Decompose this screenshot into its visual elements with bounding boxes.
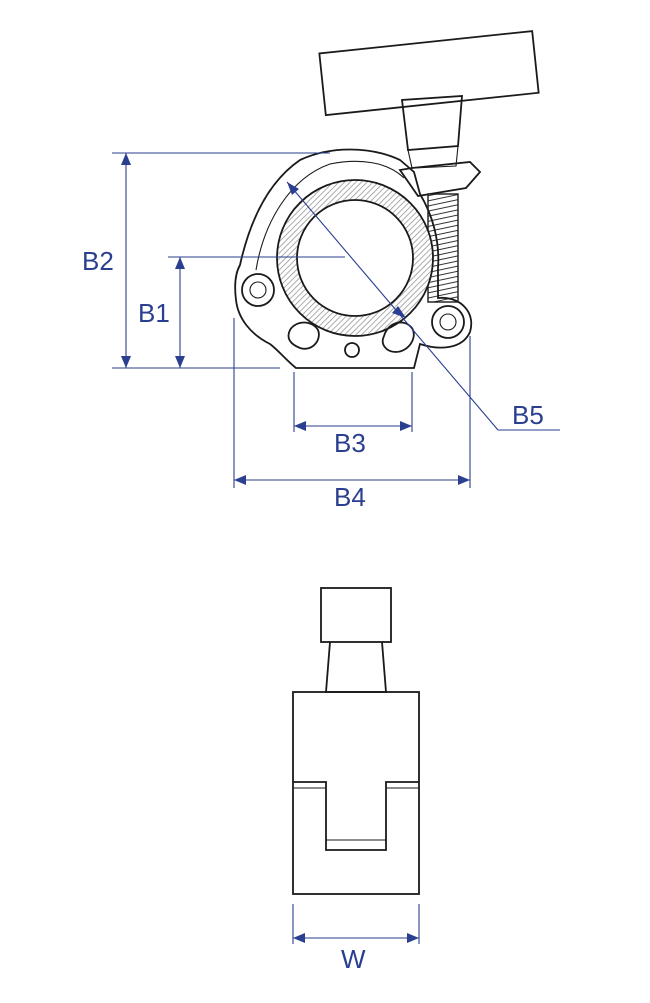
left-pivot bbox=[241, 273, 275, 307]
front-knob-shaft bbox=[325, 641, 387, 693]
label-w: W bbox=[341, 944, 366, 974]
right-pivot bbox=[431, 305, 465, 339]
front-view-dimension bbox=[292, 904, 420, 944]
label-b4: B4 bbox=[334, 482, 366, 512]
right-slot bbox=[381, 321, 415, 353]
label-b2: B2 bbox=[82, 246, 114, 276]
latch bbox=[398, 161, 482, 197]
front-slot bbox=[293, 781, 419, 851]
label-b1: B1 bbox=[138, 298, 170, 328]
wing-knob bbox=[318, 30, 540, 117]
label-b3: B3 bbox=[334, 428, 366, 458]
tube-bore bbox=[296, 199, 414, 317]
clamp-front-view bbox=[292, 587, 420, 895]
front-knob-cap bbox=[320, 587, 392, 643]
clamp-body bbox=[234, 148, 473, 369]
clamp-side-view bbox=[234, 30, 540, 369]
center-hole bbox=[344, 342, 360, 358]
label-b5: B5 bbox=[512, 400, 544, 430]
left-slot bbox=[287, 321, 320, 350]
front-body bbox=[292, 691, 420, 895]
side-view-dimensions bbox=[112, 152, 560, 488]
